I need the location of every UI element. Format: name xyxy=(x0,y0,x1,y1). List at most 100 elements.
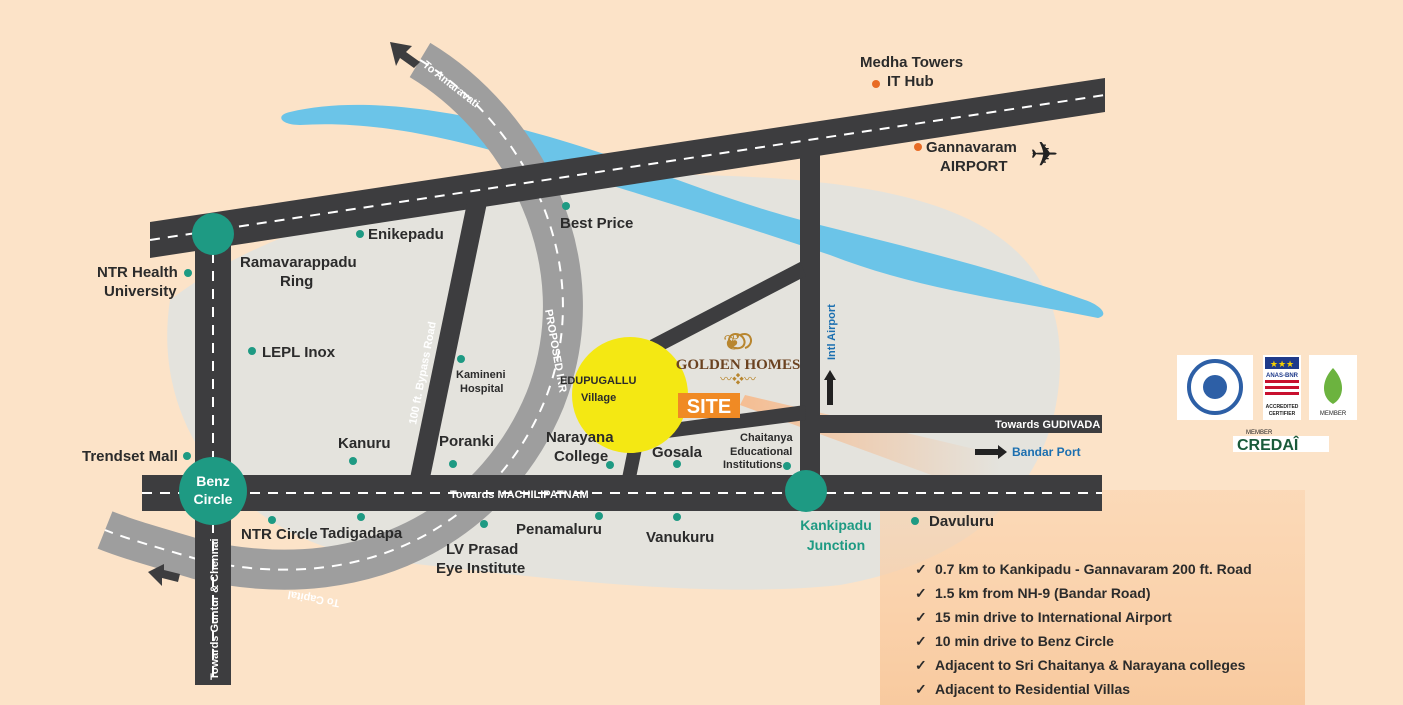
narayana-label-1: Narayana xyxy=(546,429,614,446)
ntr-circle-dot xyxy=(268,516,276,524)
feature-item-4: 10 min drive to Benz Circle xyxy=(935,633,1114,649)
poranki-label: Poranki xyxy=(439,433,494,450)
green-leaf-icon xyxy=(1323,368,1343,404)
narayana-label-2: College xyxy=(554,448,608,465)
intl-airport-label: Intl Airport xyxy=(826,304,838,360)
airport-road xyxy=(800,145,820,490)
lepl-label: LEPL Inox xyxy=(262,344,336,361)
gudivada-label: Towards GUDIVADA xyxy=(995,419,1100,431)
feature-item-3: 15 min drive to International Airport xyxy=(935,609,1172,625)
accredited-label: ACCREDITED xyxy=(1266,404,1299,410)
benz-circle-junction xyxy=(179,457,247,525)
gosala-dot xyxy=(673,460,681,468)
feature-check-icon-6: ✓ xyxy=(915,681,927,697)
penamaluru-dot xyxy=(595,512,603,520)
kankipadu-label-1: Kankipadu xyxy=(800,517,872,533)
anas-stripe-1 xyxy=(1265,380,1299,383)
river xyxy=(281,104,1104,318)
vanukuru-dot xyxy=(673,513,681,521)
anas-label: ANAS-BNR xyxy=(1266,373,1299,379)
machilipatnam-label: Towards MACHILIPATNAM xyxy=(450,489,589,501)
ring-road-top xyxy=(150,78,1105,258)
best-price-label: Best Price xyxy=(560,215,633,232)
golden-homes-logo: ❦ GOLDEN HOMES 〰❖〰 xyxy=(676,331,801,386)
to-capital-label: To Capital xyxy=(287,588,341,609)
feature-item-5: Adjacent to Sri Chaitanya & Narayana col… xyxy=(935,657,1246,673)
site-tag-label: SITE xyxy=(687,396,731,418)
bandar-port-label: Bandar Port xyxy=(1012,445,1081,459)
site-road-top xyxy=(650,262,806,352)
site-tag-box xyxy=(678,393,740,418)
kamineni-dot xyxy=(457,355,465,363)
benz-circle-label-1: Benz xyxy=(196,473,229,489)
ntr-circle-label: NTR Circle xyxy=(241,526,318,543)
chaitanya-dot xyxy=(783,462,791,470)
feature-box xyxy=(880,490,1305,705)
feature-check-icon-3: ✓ xyxy=(915,609,927,625)
enikepadu-label: Enikepadu xyxy=(368,226,444,243)
kanuru-dot xyxy=(349,457,357,465)
gosala-label: Gosala xyxy=(652,444,703,461)
certification-badges: ★★★ ANAS-BNR ACCREDITED CERTIFIER MEMBER… xyxy=(1177,355,1357,454)
benz-circle-label-2: Circle xyxy=(194,491,233,507)
benz-circle-marker xyxy=(192,213,234,255)
guntur-label: Towards Guntur & Chennai xyxy=(209,538,221,680)
anas-stars-icon: ★★★ xyxy=(1270,360,1294,370)
green-member-label: MEMBER xyxy=(1320,411,1347,417)
airport-label-2: AIRPORT xyxy=(940,158,1008,175)
davuluru-dot xyxy=(911,517,919,525)
tadigadapa-dot xyxy=(357,513,365,521)
anas-stars-bg xyxy=(1265,357,1299,369)
airport-label-1: Gannavaram xyxy=(926,139,1017,156)
credai-bg xyxy=(1233,436,1329,452)
logo-crest-icon: ❦ xyxy=(723,331,741,356)
trendset-label: Trendset Mall xyxy=(82,448,178,465)
feature-check-icon-5: ✓ xyxy=(915,657,927,673)
golden-homes-label: GOLDEN HOMES xyxy=(676,357,801,373)
narayana-dot xyxy=(606,461,614,469)
un-globe-icon xyxy=(1187,359,1243,415)
kamineni-label-2: Hospital xyxy=(460,383,503,395)
davuluru-label: Davuluru xyxy=(929,513,994,530)
gudivada-road xyxy=(810,415,1102,433)
credai-member-label: MEMBER xyxy=(1246,430,1273,436)
bypass-road xyxy=(410,198,488,478)
site-road-bottom xyxy=(636,405,806,442)
edupugallu-label-1: EDUPUGALLU xyxy=(560,375,636,387)
up-arrow-icon xyxy=(824,370,836,405)
right-arrow-icon xyxy=(975,445,1007,459)
anas-stripe-3 xyxy=(1265,392,1299,395)
kanuru-label: Kanuru xyxy=(338,435,391,452)
feature-check-icon-2: ✓ xyxy=(915,585,927,601)
tadigadapa-label: Tadigadapa xyxy=(320,525,403,542)
lv-prasad-label-1: LV Prasad xyxy=(446,541,518,558)
credai-label: CREDAÎ xyxy=(1237,435,1300,454)
edupugallu-label-2: Village xyxy=(581,392,616,404)
penamaluru-label: Penamaluru xyxy=(516,521,602,538)
kamineni-label-1: Kamineni xyxy=(456,369,506,381)
logo-ornament xyxy=(728,333,752,350)
trendset-dot xyxy=(183,452,191,460)
capital-arrow-icon xyxy=(148,564,180,586)
feature-check-icon-4: ✓ xyxy=(915,633,927,649)
anas-stripe-2 xyxy=(1265,386,1299,389)
chaitanya-label-2: Educational xyxy=(730,446,792,458)
enikepadu-dot xyxy=(356,230,364,238)
chaitanya-label-3: Institutions xyxy=(723,459,782,471)
feature-list: ✓ 0.7 km to Kankipadu - Gannavaram 200 f… xyxy=(915,561,1252,697)
certifier-label: CERTIFIER xyxy=(1269,411,1296,417)
ramavarappadu-label-1: Ramavarappadu xyxy=(240,254,357,271)
amaravati-arrow-icon xyxy=(390,42,420,68)
feature-item-1: 0.7 km to Kankipadu - Gannavaram 200 ft.… xyxy=(935,561,1252,577)
best-price-dot xyxy=(562,202,570,210)
ntr-health-dot xyxy=(184,269,192,277)
feature-check-icon-1: ✓ xyxy=(915,561,927,577)
airplane-icon: ✈ xyxy=(1030,135,1059,175)
ntr-health-label-1: NTR Health xyxy=(97,264,178,281)
medha-label-1: Medha Towers xyxy=(860,54,963,71)
medha-label-2: IT Hub xyxy=(887,73,934,90)
un-globe-inner-icon xyxy=(1203,375,1227,399)
feature-item-2: 1.5 km from NH-9 (Bandar Road) xyxy=(935,585,1150,601)
